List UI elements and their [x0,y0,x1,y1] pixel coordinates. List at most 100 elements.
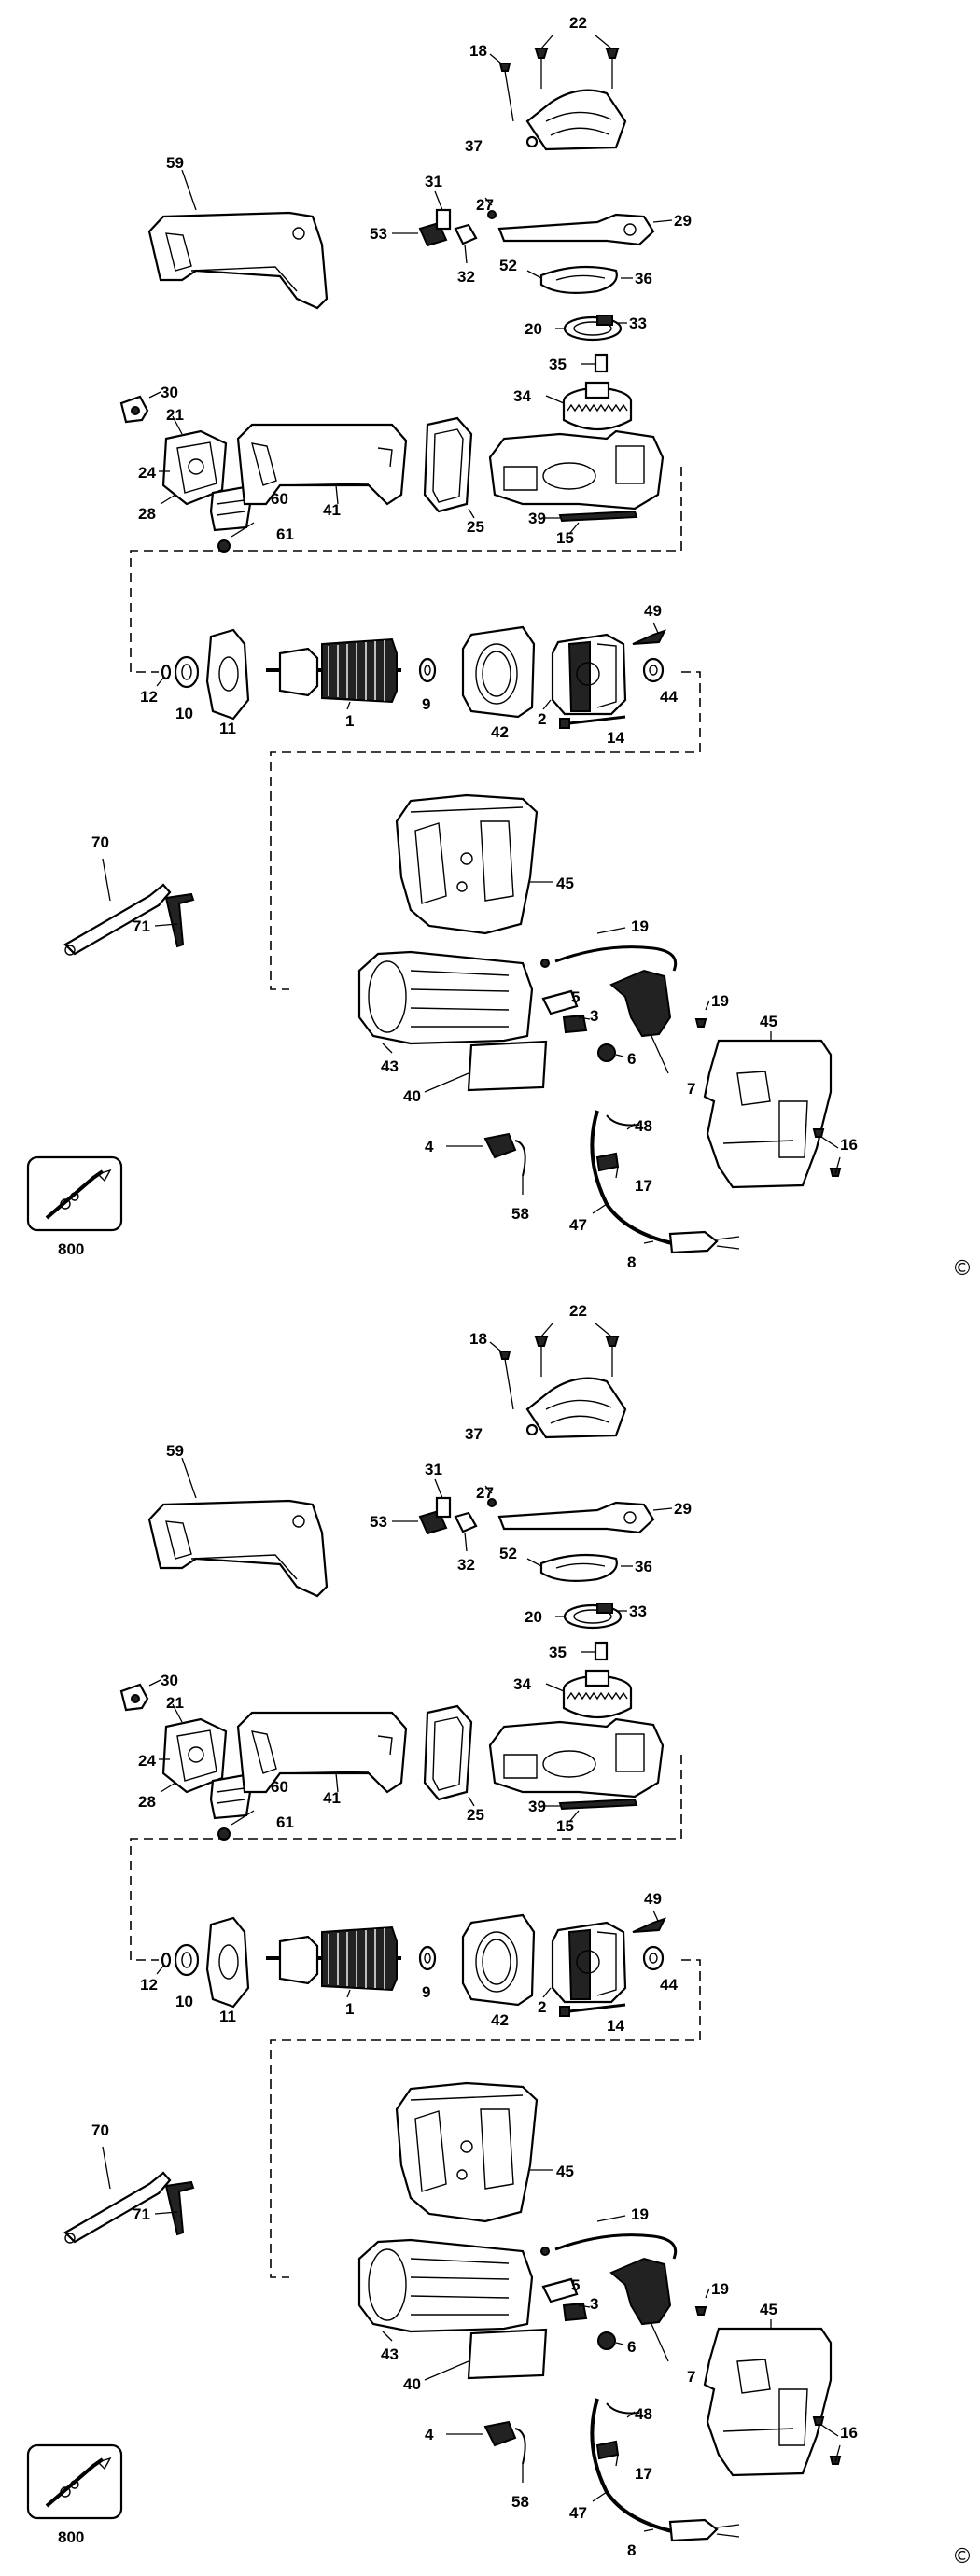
label-40: 40 [403,1087,421,1105]
label-8: 8 [627,2541,636,2559]
label-28: 28 [138,1793,156,1811]
label-4: 4 [425,2426,434,2443]
label-31: 31 [425,1461,442,1478]
label-36: 36 [635,1558,652,1575]
label-45: 45 [556,875,574,892]
label-35: 35 [549,1644,567,1661]
label-16: 16 [840,2424,858,2442]
labels-block-1: 22 18 37 59 31 27 29 53 32 52 36 20 33 3… [58,14,973,1281]
label-30: 30 [161,1672,178,1689]
label-7: 7 [687,2368,695,2386]
label-21: 21 [166,406,184,424]
label-5: 5 [571,988,580,1006]
label-45: 45 [556,2163,574,2180]
label-14: 14 [607,2017,624,2035]
label-12: 12 [140,688,158,706]
label-28: 28 [138,505,156,523]
label-2: 2 [538,710,546,728]
label-2: 2 [538,1998,546,2016]
label-16: 16 [840,1136,858,1154]
label-34: 34 [513,387,531,405]
label-34: 34 [513,1675,531,1693]
label-47: 47 [569,2504,587,2522]
label-59: 59 [166,1442,184,1460]
label-27: 27 [476,196,494,214]
label-59: 59 [166,154,184,172]
label-10: 10 [175,1993,193,2010]
label-41: 41 [323,1789,341,1807]
label-24: 24 [138,464,156,482]
label-70: 70 [91,833,109,851]
label-58: 58 [511,1205,529,1223]
label-49: 49 [644,602,662,620]
label-1: 1 [345,712,354,730]
label-5: 5 [571,2276,580,2294]
label-71: 71 [133,2205,150,2223]
label-6: 6 [627,1050,636,1068]
label-19: 19 [631,917,649,935]
label-19-b: 19 [711,2280,729,2298]
label-42: 42 [491,2011,509,2029]
label-800: 800 [58,1240,84,1258]
label-44: 44 [660,688,678,706]
label-30: 30 [161,384,178,401]
label-43: 43 [381,2345,399,2363]
label-17: 17 [635,2465,652,2483]
label-58: 58 [511,2493,529,2511]
diagram-block-1 [26,34,842,1254]
copyright-mark: © [952,2545,973,2569]
label-29: 29 [674,212,692,230]
label-25: 25 [467,1806,484,1824]
diagram-block-2 [26,1322,842,2542]
labels-block-2: 22 18 37 59 31 27 29 53 32 52 36 20 33 3… [58,1302,973,2569]
label-17: 17 [635,1177,652,1195]
label-22: 22 [569,14,587,32]
label-27: 27 [476,1484,494,1502]
label-10: 10 [175,705,193,722]
label-45-b: 45 [760,2301,777,2318]
label-48: 48 [635,2405,652,2423]
label-70: 70 [91,2121,109,2139]
label-60: 60 [271,490,288,508]
label-52: 52 [499,257,517,274]
label-53: 53 [370,1513,387,1531]
label-61: 61 [276,1813,294,1831]
label-3: 3 [590,1007,598,1025]
label-41: 41 [323,501,341,519]
label-53: 53 [370,225,387,243]
label-15: 15 [556,529,574,547]
label-29: 29 [674,1500,692,1518]
label-24: 24 [138,1752,156,1770]
label-21: 21 [166,1694,184,1712]
label-39: 39 [528,510,546,527]
copyright-mark: © [952,1257,973,1281]
label-52: 52 [499,1545,517,1562]
label-37: 37 [465,1425,483,1443]
label-6: 6 [627,2338,636,2356]
label-42: 42 [491,723,509,741]
label-11: 11 [219,720,236,737]
label-12: 12 [140,1976,158,1994]
label-60: 60 [271,1778,288,1796]
label-45-b: 45 [760,1013,777,1030]
label-43: 43 [381,1057,399,1075]
label-11: 11 [219,2008,236,2025]
label-18: 18 [469,1330,487,1348]
label-36: 36 [635,270,652,287]
label-20: 20 [525,1608,542,1626]
label-7: 7 [687,1080,695,1098]
label-31: 31 [425,173,442,190]
label-4: 4 [425,1138,434,1155]
label-14: 14 [607,729,624,747]
label-18: 18 [469,42,487,60]
label-25: 25 [467,518,484,536]
label-800: 800 [58,2528,84,2546]
label-32: 32 [457,1556,475,1574]
label-8: 8 [627,1253,636,1271]
label-1: 1 [345,2000,354,2018]
label-48: 48 [635,1117,652,1135]
label-9: 9 [422,1983,430,2001]
label-33: 33 [629,1603,647,1620]
label-71: 71 [133,917,150,935]
